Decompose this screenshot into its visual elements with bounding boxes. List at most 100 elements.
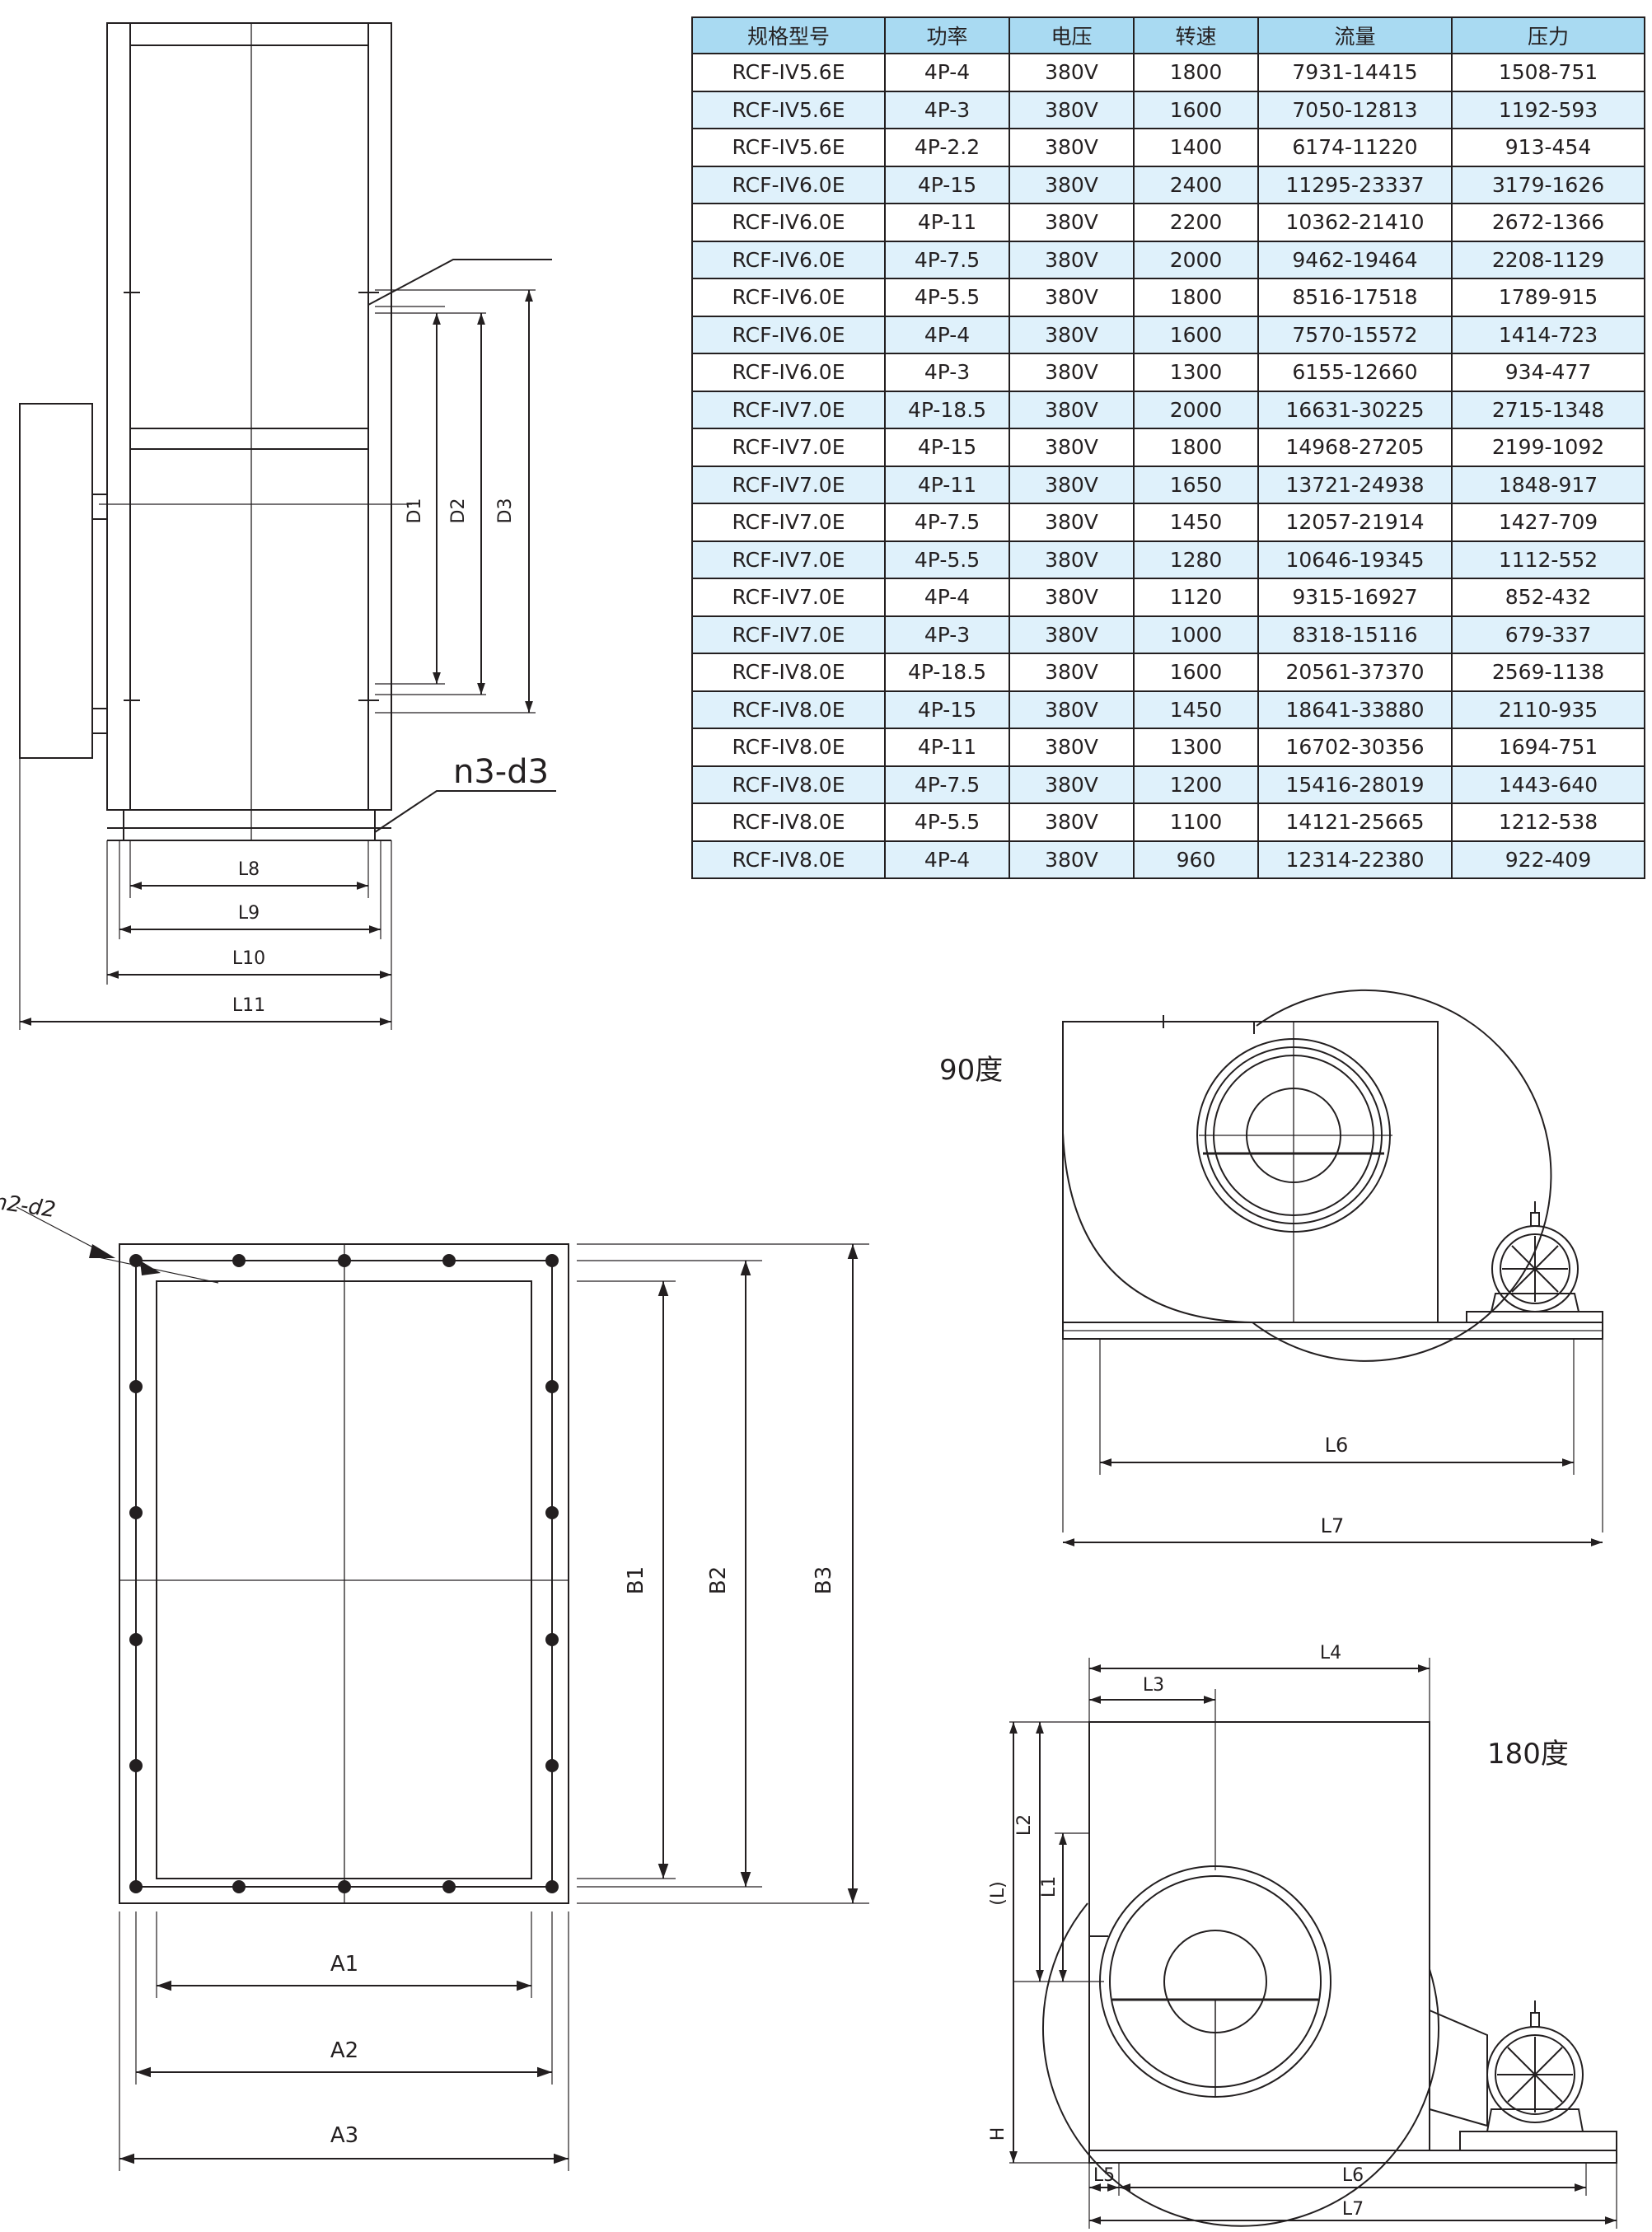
voltage-cell: 380V: [1009, 465, 1135, 504]
label-d1: D1: [405, 498, 425, 524]
voltage-cell: 380V: [1009, 615, 1135, 654]
voltage-cell: 380V: [1009, 653, 1135, 692]
side-view-labels: D1 D2 D3 n3-d3 L8 L9 L10 L11: [232, 498, 549, 1016]
label-n2-d2: n2-d2: [0, 1190, 57, 1223]
pressure-cell: 3179-1626: [1451, 165, 1645, 204]
flow-cell: 7050-12813: [1257, 90, 1453, 129]
voltage-cell: 380V: [1009, 765, 1135, 804]
flow-cell: 12057-21914: [1257, 503, 1453, 542]
speed-cell: 2000: [1133, 390, 1259, 429]
label-l9: L9: [238, 903, 260, 924]
label-l8: L8: [238, 859, 260, 880]
motor-body: [19, 403, 93, 759]
pressure-cell: 1848-917: [1451, 465, 1645, 504]
model-cell: RCF-IV6.0E: [691, 203, 886, 242]
flow-cell: 7570-15572: [1257, 315, 1453, 354]
label-d3: D3: [495, 498, 516, 524]
flow-cell: 16631-30225: [1257, 390, 1453, 429]
power-cell: 4P-3: [884, 615, 1010, 654]
power-cell: 4P-7.5: [884, 240, 1010, 279]
speed-cell: 1800: [1133, 278, 1259, 317]
speed-cell: 1120: [1133, 578, 1259, 617]
view-180-labels: 180度 L4 L3 L2 L1 (L) H L5 L6 L7: [988, 1643, 1569, 2220]
model-cell: RCF-IV8.0E: [691, 653, 886, 692]
flow-cell: 13721-24938: [1257, 465, 1453, 504]
label-l5: L5: [1093, 2165, 1115, 2186]
power-cell: 4P-5.5: [884, 540, 1010, 579]
pressure-cell: 1789-915: [1451, 278, 1645, 317]
pressure-cell: 934-477: [1451, 353, 1645, 392]
power-cell: 4P-18.5: [884, 390, 1010, 429]
power-cell: 4P-4: [884, 578, 1010, 617]
model-cell: RCF-IV5.6E: [691, 128, 886, 167]
header-power: 功率: [884, 16, 1010, 54]
speed-cell: 1650: [1133, 465, 1259, 504]
voltage-cell: 380V: [1009, 353, 1135, 392]
model-cell: RCF-IV8.0E: [691, 802, 886, 842]
voltage-cell: 380V: [1009, 840, 1135, 879]
model-cell: RCF-IV6.0E: [691, 240, 886, 279]
model-cell: RCF-IV7.0E: [691, 540, 886, 579]
label-b2: B2: [706, 1566, 731, 1594]
model-cell: RCF-IV5.6E: [691, 90, 886, 129]
label-l7-90: L7: [1321, 1514, 1345, 1537]
speed-cell: 1800: [1133, 428, 1259, 467]
flow-cell: 14968-27205: [1257, 428, 1453, 467]
flow-cell: 8516-17518: [1257, 278, 1453, 317]
label-l3: L3: [1143, 1675, 1164, 1696]
pressure-cell: 922-409: [1451, 840, 1645, 879]
model-cell: RCF-IV7.0E: [691, 428, 886, 467]
flow-cell: 11295-23337: [1257, 165, 1453, 204]
pressure-cell: 1212-538: [1451, 802, 1645, 842]
voltage-cell: 380V: [1009, 802, 1135, 842]
model-cell: RCF-IV8.0E: [691, 765, 886, 804]
label-l7-180: L7: [1342, 2199, 1364, 2220]
label-l6-90: L6: [1325, 1434, 1349, 1457]
header-model: 规格型号: [691, 16, 886, 54]
flow-cell: 16702-30356: [1257, 728, 1453, 767]
label-h: H: [988, 2127, 1009, 2141]
speed-cell: 1450: [1133, 503, 1259, 542]
voltage-cell: 380V: [1009, 315, 1135, 354]
voltage-cell: 380V: [1009, 165, 1135, 204]
pressure-cell: 852-432: [1451, 578, 1645, 617]
pressure-cell: 1192-593: [1451, 90, 1645, 129]
pressure-cell: 2199-1092: [1451, 428, 1645, 467]
pressure-cell: 1112-552: [1451, 540, 1645, 579]
flange-view-labels: n2-d2 B1 B2 B3 A1 A2 A3: [0, 1190, 836, 2148]
power-cell: 4P-7.5: [884, 503, 1010, 542]
speed-cell: 1800: [1133, 53, 1259, 92]
flow-cell: 6155-12660: [1257, 353, 1453, 392]
pressure-cell: 1694-751: [1451, 728, 1645, 767]
speed-cell: 2000: [1133, 240, 1259, 279]
power-cell: 4P-18.5: [884, 653, 1010, 692]
speed-cell: 1200: [1133, 765, 1259, 804]
model-cell: RCF-IV6.0E: [691, 315, 886, 354]
model-cell: RCF-IV8.0E: [691, 690, 886, 729]
speed-cell: 1600: [1133, 653, 1259, 692]
label-l10: L10: [232, 948, 265, 969]
speed-cell: 1450: [1133, 690, 1259, 729]
speed-cell: 1400: [1133, 128, 1259, 167]
pressure-cell: 2208-1129: [1451, 240, 1645, 279]
model-cell: RCF-IV7.0E: [691, 390, 886, 429]
label-a2: A2: [330, 2038, 358, 2063]
voltage-cell: 380V: [1009, 503, 1135, 542]
pressure-cell: 913-454: [1451, 128, 1645, 167]
power-cell: 4P-15: [884, 428, 1010, 467]
power-cell: 4P-4: [884, 53, 1010, 92]
power-cell: 4P-3: [884, 353, 1010, 392]
